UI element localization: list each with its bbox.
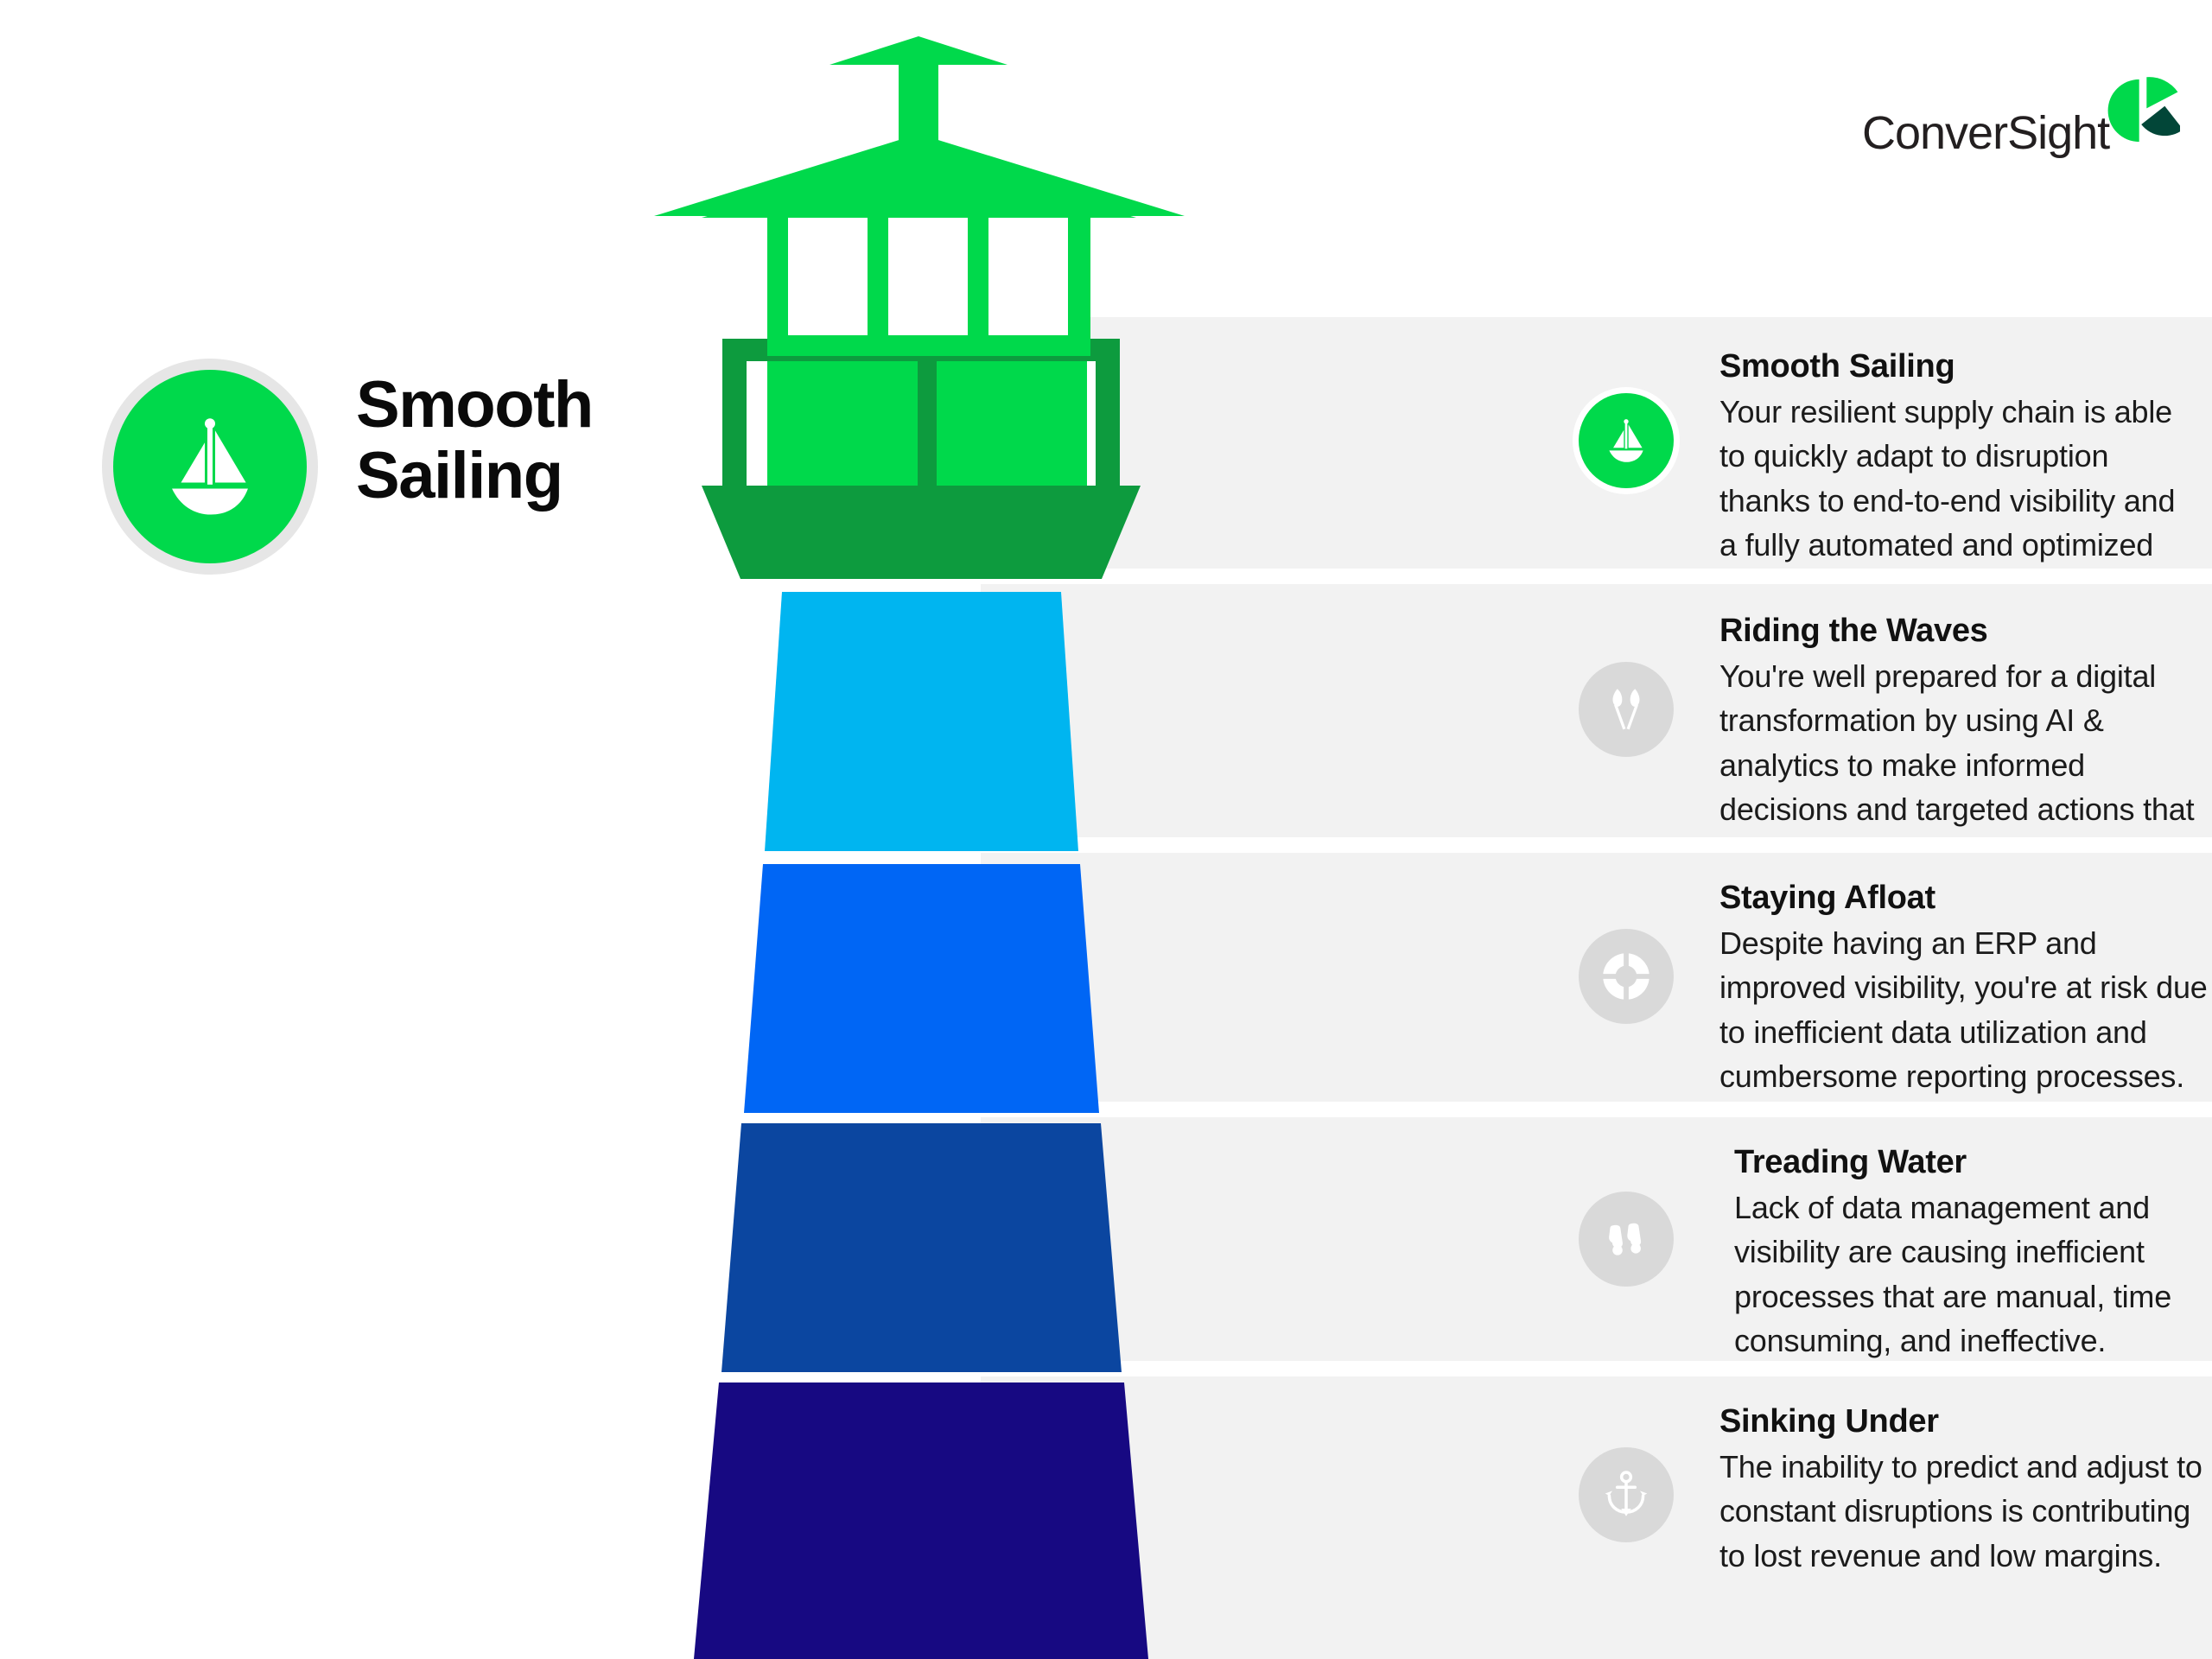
level-body: Your resilient supply chain is able to q… [1719, 393, 2176, 607]
lantern-pane-1 [788, 218, 868, 335]
row-divider-4 [981, 1361, 2143, 1376]
logo-wordmark: ConverSight [1862, 107, 2110, 159]
row-divider-2 [981, 837, 2143, 853]
row-divider-3 [981, 1102, 2143, 1117]
lighthouse-spire-shaft [899, 93, 938, 164]
life-ring-icon-badge [1579, 929, 1674, 1024]
level-row-riding-the-waves: Riding the Waves You're well prepared fo… [981, 584, 2212, 872]
level-text-3: Staying Afloat Despite having an ERP and… [1719, 879, 2212, 1099]
lighthouse-gallery-base [702, 486, 1141, 579]
gallery-panel-left [767, 361, 918, 486]
lighthouse-spire-arrow [830, 36, 1007, 104]
result-title: Smooth Sailing [356, 368, 762, 513]
swim-fins-icon-badge [1579, 1192, 1674, 1287]
level-title: Staying Afloat [1719, 880, 1936, 916]
level-row-staying-afloat: Staying Afloat Despite having an ERP and… [981, 853, 2212, 1102]
result-title-line1: Smooth [356, 368, 594, 442]
gallery-panel-right [937, 361, 1087, 486]
anchor-icon-badge [1579, 1447, 1674, 1542]
conversight-pie-mark [2107, 77, 2180, 143]
lantern-pane-2 [888, 218, 968, 335]
conversight-logo[interactable]: ConverSight [1862, 73, 2180, 177]
tower-segment-riding-the-waves [765, 592, 1078, 851]
level-text-5: Sinking Under The inability to predict a… [1719, 1402, 2203, 1578]
sailboat-icon [1609, 419, 1643, 462]
levels-panel: Smooth Sailing Your resilient supply cha… [981, 317, 2212, 1659]
level-row-treading-water: Treading Water Lack of data management a… [981, 1117, 2212, 1361]
crossed-paddles-icon-badge [1579, 662, 1674, 757]
crossed-paddles-icon [1612, 689, 1640, 730]
sailboat-icon-badge [1579, 393, 1674, 488]
tower-segment-staying-afloat [744, 864, 1099, 1113]
badge-circle [113, 370, 307, 563]
level-row-smooth-sailing: Smooth Sailing Your resilient supply cha… [981, 317, 2212, 607]
level-body: The inability to predict and adjust to c… [1719, 1448, 2202, 1573]
level-text-1: Smooth Sailing Your resilient supply cha… [1719, 347, 2177, 612]
anchor-icon [1605, 1471, 1648, 1516]
level-title: Sinking Under [1719, 1403, 1939, 1440]
level-text-4: Treading Water Lack of data management a… [1734, 1143, 2212, 1363]
tower-segment-treading-water [721, 1123, 1122, 1372]
tower-segment-sinking-under [694, 1382, 1148, 1659]
level-title: Smooth Sailing [1719, 348, 1955, 385]
sailboat-icon [172, 418, 248, 515]
life-ring-icon [1601, 951, 1651, 1001]
level-title: Treading Water [1734, 1144, 1967, 1180]
level-row-sinking-under: Sinking Under The inability to predict a… [981, 1376, 2212, 1659]
level-body: You're well prepared for a digital trans… [1719, 658, 2195, 872]
lighthouse-roof-wide [654, 134, 1185, 216]
result-title-line2: Sailing [356, 439, 563, 513]
lantern-pane-3 [988, 218, 1068, 335]
level-title: Riding the Waves [1719, 613, 1988, 649]
level-text-2: Riding the Waves You're well prepared fo… [1719, 612, 2212, 876]
level-body: Lack of data management and visibility a… [1734, 1189, 2172, 1359]
level-body: Despite having an ERP and improved visib… [1719, 925, 2208, 1095]
row-divider-1 [981, 569, 2143, 584]
result-badge [102, 359, 318, 575]
swim-fins-icon [1609, 1223, 1642, 1255]
